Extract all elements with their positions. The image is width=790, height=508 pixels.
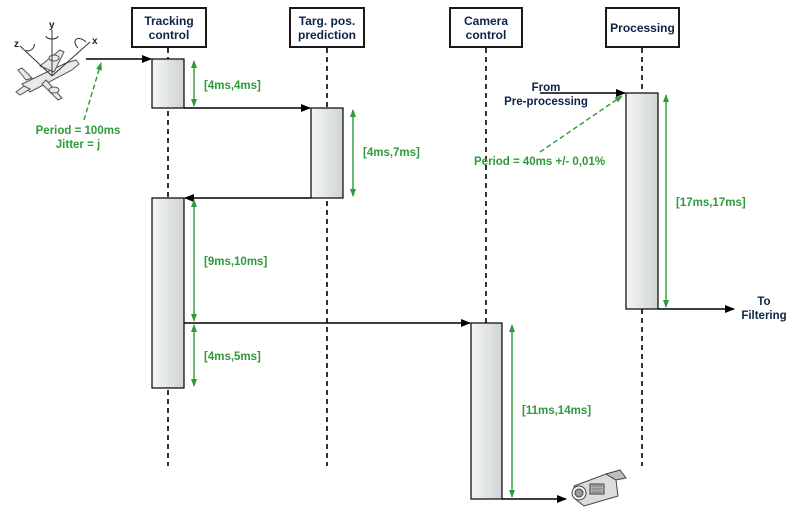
processing-period-annotation: Period = 40ms +/- 0,01% (474, 156, 606, 168)
header-label: Targ. pos.prediction (297, 13, 356, 42)
lifeline-header-target-prediction: Targ. pos.prediction (289, 7, 365, 48)
axis-label-y: y (49, 20, 55, 31)
duration-label-tracking-1: [4ms,4ms] (204, 80, 261, 92)
duration-label-processing: [17ms,17ms] (676, 197, 746, 209)
axis-label-z: z (14, 39, 19, 50)
activation-tracking-1 (151, 58, 185, 109)
activation-tracking-2 (151, 197, 185, 389)
period-arrow-processing (539, 95, 623, 153)
lifeline-header-processing: Processing (605, 7, 680, 48)
activation-camera (470, 322, 503, 500)
camcorder-icon (571, 469, 627, 507)
period-arrow-tracking (83, 62, 102, 121)
duration-label-camera: [11ms,14ms] (522, 405, 592, 417)
activation-processing (625, 92, 659, 310)
activation-prediction (310, 107, 344, 199)
duration-label-tracking-3: [4ms,5ms] (204, 351, 261, 363)
airplane-axes-icon: z y x (14, 20, 98, 101)
duration-label-prediction: [4ms,7ms] (363, 147, 420, 159)
duration-label-tracking-2: [9ms,10ms] (204, 256, 268, 268)
header-label: Processing (610, 20, 675, 35)
axis-label-x: x (92, 36, 98, 47)
